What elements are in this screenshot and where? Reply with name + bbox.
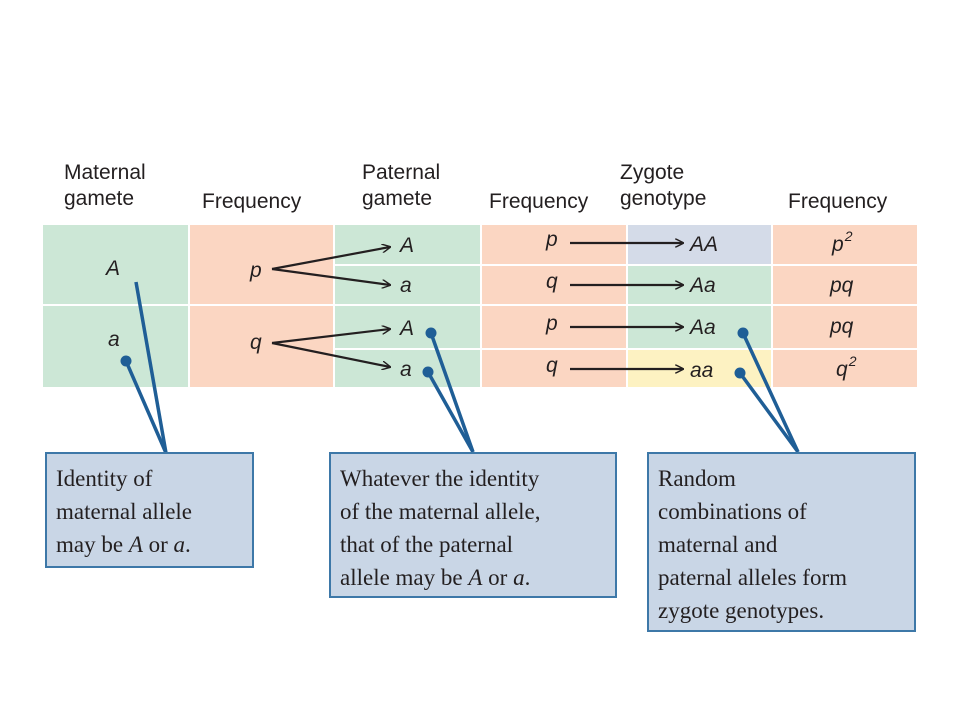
paternal-allele-A-bot: A	[400, 317, 415, 340]
callout2-line1: Whatever the identity	[340, 466, 540, 491]
callout-paternal-identity: Whatever the identity of the maternal al…	[329, 452, 617, 598]
callout1-a: a	[173, 532, 186, 557]
header-zygote-line2: genotype	[620, 187, 707, 210]
callout2-pre: allele may be	[340, 565, 469, 590]
header-frequency-3: Frequency	[788, 190, 888, 213]
zygote-freq-q-squared: q2	[836, 353, 856, 382]
maternal-freq-p: p	[250, 259, 262, 282]
zygote-freq-p-squared: p2	[832, 228, 852, 257]
paternal-cell-A-bot	[335, 306, 480, 348]
paternal-freq-q-2: q	[546, 354, 558, 377]
maternal-allele-A: A	[106, 257, 121, 280]
paternal-freq-q-1: q	[546, 270, 558, 293]
callout2-or: or	[482, 565, 514, 590]
callout1-A: A	[128, 532, 143, 557]
maternal-cell-a	[43, 306, 188, 387]
paternal-freq-p-1: p	[546, 228, 558, 251]
pointer-dot-maternal-a	[120, 355, 132, 367]
pointer-line-zygote-Aa	[741, 332, 800, 453]
header-zygote-line1: Zygote	[620, 161, 685, 184]
zygote-Aa-1: Aa	[690, 274, 716, 297]
zygote-freq-p: p	[832, 233, 844, 256]
paternal-cell-a-bot	[335, 350, 480, 387]
pointer-dot-zygote-Aa	[737, 327, 749, 339]
paternal-freq-p-2: p	[546, 312, 558, 335]
pointer-dot-paternal-a	[422, 366, 434, 378]
callout2-line3: that of the paternal	[340, 532, 514, 557]
pointer-line-zygote-aa	[738, 371, 800, 454]
arrow-q-to-a	[271, 341, 390, 367]
header-paternal-line1: Paternal	[362, 161, 441, 184]
header-frequency-2: Frequency	[489, 190, 589, 213]
zygote-AA: AA	[690, 233, 719, 256]
paternal-allele-A-top: A	[400, 234, 415, 257]
zygote-freq-cell-3	[773, 306, 917, 348]
paternal-cell-a-top	[335, 266, 480, 304]
pointer-line-maternal-a	[124, 360, 168, 454]
callout2-end: .	[524, 565, 531, 590]
callout2-line2: of the maternal allele,	[340, 499, 541, 524]
header-frequency-1: Frequency	[202, 190, 302, 213]
header-maternal-line1: Maternal	[64, 161, 146, 184]
zygote-aa: aa	[690, 359, 714, 382]
pointer-line-maternal-A	[134, 281, 168, 454]
header-paternal-line2: gamete	[362, 187, 433, 210]
callout3-line4: paternal alleles form	[658, 565, 848, 590]
callout3-line5: zygote genotypes.	[658, 598, 825, 623]
arrow-p-to-a	[271, 267, 390, 285]
callout1-line2: maternal allele	[56, 499, 193, 524]
maternal-freq-cell-p	[190, 225, 333, 304]
zygote-freq-cell-4	[773, 350, 917, 387]
callout1-or: or	[142, 532, 174, 557]
maternal-cell-A	[43, 225, 188, 304]
zygote-freq-p-exponent: 2	[844, 228, 853, 244]
paternal-freq-cell-1	[482, 225, 626, 264]
zygote-Aa-2: Aa	[690, 316, 716, 339]
callout2-A: A	[468, 565, 483, 590]
header-maternal-line2: gamete	[64, 187, 135, 210]
callout-maternal-identity: Identity of maternal allele may be A or …	[45, 452, 254, 568]
maternal-freq-cell-q	[190, 306, 333, 387]
header-zygote-genotype: Zygote genotype	[620, 160, 706, 212]
zygote-freq-pq-1: pq	[830, 274, 854, 297]
callout3-line2: combinations of	[658, 499, 807, 524]
pointer-dot-paternal-A	[425, 327, 437, 339]
callout1-end: .	[185, 532, 191, 557]
zygote-freq-cell-2	[773, 266, 917, 304]
callout1-line1: Identity of	[56, 466, 153, 491]
maternal-freq-q: q	[250, 331, 262, 354]
zygote-freq-q: q	[836, 358, 848, 381]
callout1-line3: may be A or a.	[56, 528, 242, 561]
callout-random-combinations: Random combinations of maternal and pate…	[647, 452, 916, 632]
zygote-freq-cell-1	[773, 225, 917, 264]
maternal-allele-a: a	[108, 328, 120, 351]
arrow-p-to-A	[271, 247, 390, 271]
callout3-line1: Random	[658, 466, 736, 491]
pointer-line-paternal-a	[426, 371, 475, 453]
header-maternal-gamete: Maternal gamete	[64, 160, 146, 212]
arrow-q-to-A	[271, 329, 390, 345]
callout1-pre: may be	[56, 532, 129, 557]
header-paternal-gamete: Paternal gamete	[362, 160, 440, 212]
zygote-freq-q-exponent: 2	[848, 353, 857, 369]
zygote-freq-pq-2: pq	[830, 315, 854, 338]
pointer-dot-zygote-aa	[734, 367, 746, 379]
callout3-line3: maternal and	[658, 532, 778, 557]
pointer-line-paternal-A	[429, 332, 475, 453]
zygote-cell-AA	[628, 225, 771, 264]
paternal-allele-a-top: a	[400, 274, 412, 297]
callout2-a: a	[513, 565, 525, 590]
paternal-cell-A-top	[335, 225, 480, 264]
callout2-line4: allele may be A or a.	[340, 561, 605, 594]
paternal-allele-a-bot: a	[400, 358, 412, 381]
